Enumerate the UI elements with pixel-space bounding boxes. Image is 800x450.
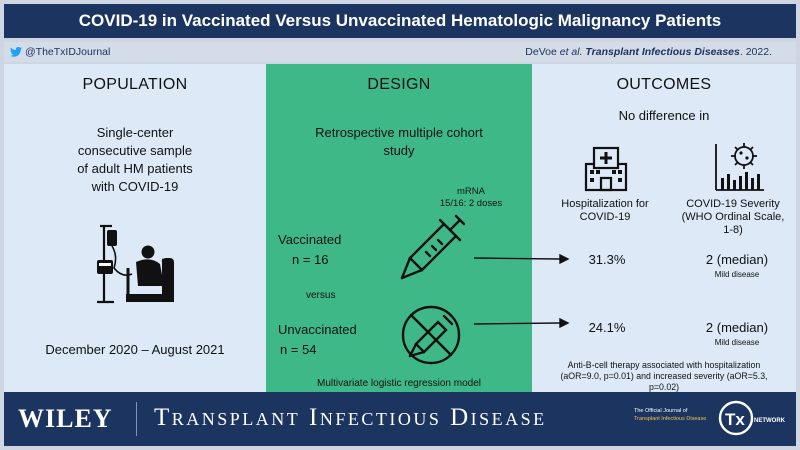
vaccinated-severity-value: 2 (median) — [705, 252, 769, 267]
vaccinated-severity-note: Mild disease — [714, 270, 760, 279]
svg-text:Tx: Tx — [725, 410, 745, 429]
journal-name: Transplant Infectious Disease — [154, 404, 547, 431]
citation: DeVoe et al. Transplant Infectious Disea… — [525, 46, 772, 58]
handle-text: @TheTxIDJournal — [25, 46, 111, 58]
official-journal-badge: The Official Journal of Transplant Infec… — [634, 408, 707, 422]
svg-text:NETWORK: NETWORK — [754, 418, 786, 424]
twitter-bird-icon — [10, 46, 22, 57]
population-header: POPULATION — [82, 76, 188, 93]
anti-b-cell-note: Anti-B-cell therapy associated with hosp… — [560, 360, 768, 392]
unvaccinated-group: Unvaccinated n = 54 — [278, 322, 357, 357]
footer-divider — [136, 402, 137, 436]
outcomes-header: OUTCOMES — [616, 76, 712, 93]
model-note: Multivariate logistic regression model — [317, 378, 481, 389]
outcome-arrows — [473, 253, 570, 329]
footer-banner: WILEY Transplant Infectious Disease The … — [4, 392, 796, 446]
no-syringe-icon — [401, 305, 461, 365]
hospitalization-label: Hospitalization for COVID-19 — [561, 198, 649, 223]
population-dates: December 2020 – August 2021 — [45, 342, 225, 357]
design-panel: DESIGN Retrospective multiple cohort stu… — [266, 64, 532, 392]
unvaccinated-hospitalization-value: 24.1% — [588, 320, 626, 335]
twitter-handle[interactable]: @TheTxIDJournal — [10, 42, 110, 62]
vaccinated-hospitalization-value: 31.3% — [588, 252, 626, 267]
design-header: DESIGN — [367, 76, 431, 93]
vaccinated-arrow — [473, 257, 561, 260]
unvaccinated-severity-note: Mild disease — [714, 338, 760, 347]
population-panel: POPULATION Single-center consecutive sam… — [4, 64, 266, 392]
page-title: COVID-19 in Vaccinated Versus Unvaccinat… — [4, 4, 796, 38]
population-description: Single-center consecutive sample of adul… — [77, 125, 193, 194]
no-difference-label: No difference in — [618, 108, 710, 123]
unvaccinated-arrow — [473, 322, 561, 325]
versus-label: versus — [306, 290, 336, 301]
design-description: Retrospective multiple cohort study — [315, 125, 483, 158]
virus-chart-icon — [715, 143, 764, 191]
syringe-icon — [400, 214, 466, 280]
outcomes-panel: OUTCOMES No difference in — [532, 64, 796, 392]
attribution-bar: @TheTxIDJournal DeVoe et al. Transplant … — [4, 42, 796, 62]
unvaccinated-arrowhead — [559, 317, 570, 329]
hospital-icon — [584, 146, 628, 192]
publisher-logo: WILEY — [18, 404, 113, 433]
mrna-note: mRNA 15/16: 2 doses — [439, 186, 503, 209]
unvaccinated-severity-value: 2 (median) — [705, 320, 769, 335]
severity-label: COVID-19 Severity (WHO Ordinal Scale, 1-… — [681, 198, 785, 236]
infusion-chair-icon — [97, 224, 174, 304]
vaccinated-arrowhead — [559, 253, 570, 265]
vaccinated-group: Vaccinated n = 16 — [278, 232, 342, 267]
tx-network-logo: Tx NETWORK — [718, 400, 786, 436]
